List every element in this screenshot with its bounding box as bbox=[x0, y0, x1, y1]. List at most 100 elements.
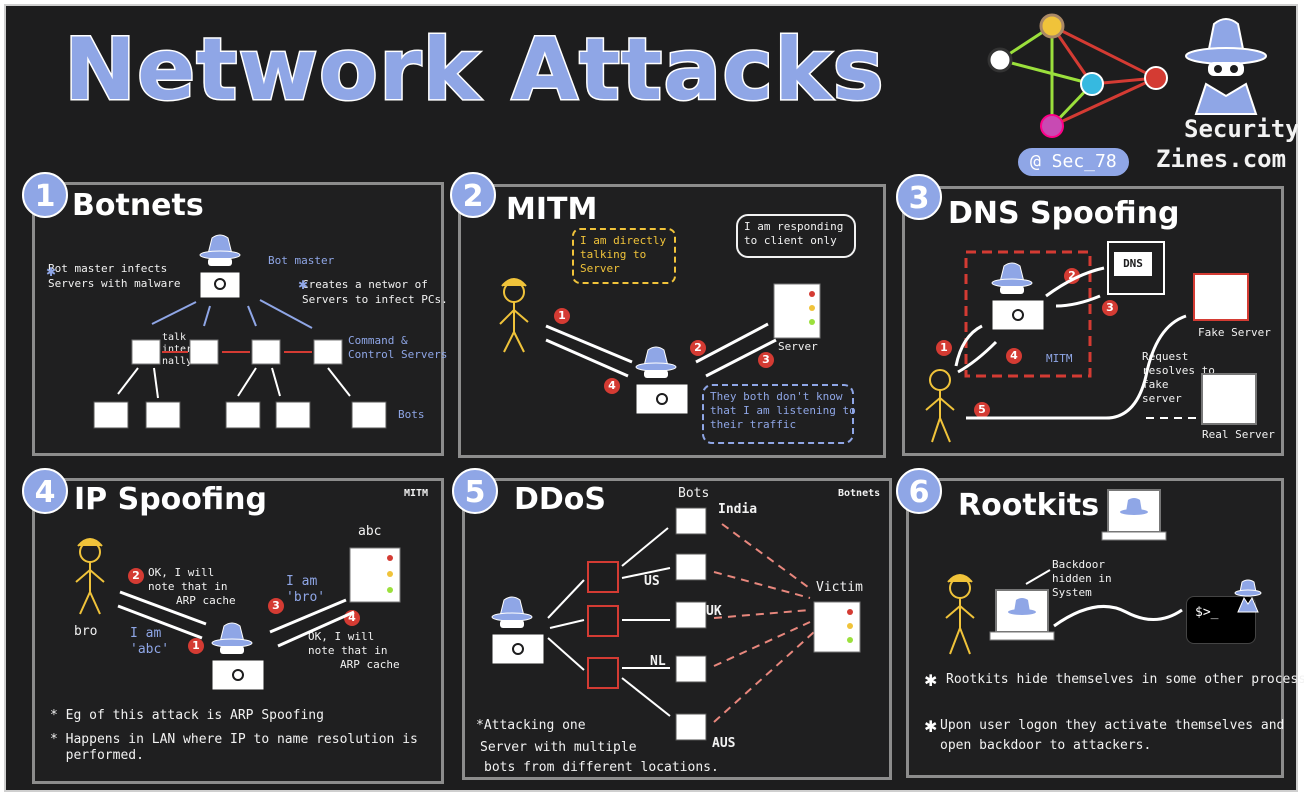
attacker-thought-line2: that I am listening to bbox=[710, 404, 856, 417]
panel-number-3: 3 bbox=[896, 174, 942, 220]
page-title: Network Attacks bbox=[63, 19, 886, 122]
ddos-diagram bbox=[491, 507, 861, 741]
talk-label-3: nally bbox=[162, 356, 193, 367]
ddos-note-1: *Attacking one bbox=[476, 718, 586, 733]
mitm-step-2: 2 bbox=[690, 340, 706, 356]
dns-step-5: 5 bbox=[974, 402, 990, 418]
i-am-bro-line1: I am bbox=[286, 574, 318, 589]
ip-note-2: * Happens in LAN where IP to name resolu… bbox=[50, 732, 418, 747]
panel-number-6: 6 bbox=[896, 468, 942, 514]
botnet-creates-line1: Creates a networ of bbox=[302, 278, 428, 291]
dns-mitm-label: MITM bbox=[1046, 352, 1073, 365]
brand-line2: Zines.com bbox=[1156, 145, 1287, 173]
dns-step-2: 2 bbox=[1064, 268, 1080, 284]
dns-spoofing-diagram bbox=[925, 241, 1257, 443]
dns-step-3: 3 bbox=[1102, 300, 1118, 316]
ip-step-1: 1 bbox=[188, 638, 204, 654]
server-thought-bubble: I am responding to client only bbox=[736, 214, 856, 258]
backdoor-line1: Backdoor bbox=[1052, 558, 1105, 571]
location-uk: UK bbox=[706, 604, 722, 619]
panel-number-5: 5 bbox=[452, 468, 498, 514]
botnet-diagram: ✱✱ bbox=[46, 234, 387, 429]
ip-msg-top-line3: ARP cache bbox=[176, 594, 236, 607]
rootkit-note-3: open backdoor to attackers. bbox=[940, 738, 1152, 753]
botnet-note-line1: Bot master infects bbox=[48, 262, 168, 275]
ip-step-2: 2 bbox=[128, 568, 144, 584]
handle-badge: @ Sec_78 bbox=[1018, 148, 1129, 176]
panel-title-rootkits: Rootkits bbox=[958, 488, 1100, 523]
rootkit-note-2: Upon user logon they activate themselves… bbox=[940, 718, 1285, 733]
infographic-board: Network Attacks @ Sec_78 Security Zine bbox=[4, 4, 1304, 792]
location-aus: AUS bbox=[712, 736, 736, 751]
ip-msg-top-line2: note that in bbox=[148, 580, 228, 593]
talk-label: talk bbox=[162, 332, 187, 343]
svg-text:✱: ✱ bbox=[298, 278, 308, 292]
panel-number-1: 1 bbox=[22, 172, 68, 218]
panel-number-4: 4 bbox=[22, 468, 68, 514]
command-label-line2: Control Servers bbox=[348, 348, 448, 361]
abc-label: abc bbox=[358, 524, 382, 539]
i-am-abc-line2: 'abc' bbox=[130, 642, 170, 657]
panel-rootkits bbox=[906, 478, 1284, 778]
panel-title-ddos: DDoS bbox=[514, 482, 607, 517]
ddos-note-3: bots from different locations. bbox=[484, 760, 719, 775]
request-line4: server bbox=[1142, 392, 1182, 405]
svg-text:✱: ✱ bbox=[924, 717, 937, 736]
attacker-thought-bubble: They both don't know that I am listening… bbox=[702, 384, 856, 444]
ip-note-1: * Eg of this attack is ARP Spoofing bbox=[50, 708, 324, 723]
ip-note-3: performed. bbox=[50, 748, 144, 763]
panel-title-ip-spoofing: IP Spoofing bbox=[74, 482, 267, 517]
server-thought-line1: I am responding bbox=[744, 220, 844, 233]
panel-number-2: 2 bbox=[450, 172, 496, 218]
mitm-server-label: Server bbox=[778, 340, 818, 353]
bot-master-label: Bot master bbox=[268, 254, 335, 267]
network-graph-logo bbox=[987, 13, 1168, 138]
ddos-tag: Botnets bbox=[838, 488, 881, 499]
botnet-creates-line2: Servers to infect PCs. bbox=[302, 293, 448, 306]
ip-msg-bottom-line1: OK, I will bbox=[308, 630, 375, 643]
ip-msg-bottom-line3: ARP cache bbox=[340, 658, 400, 671]
ip-spoofing-diagram bbox=[75, 538, 401, 691]
bots-label: Bots bbox=[398, 408, 425, 421]
backdoor-line2: hidden in bbox=[1052, 572, 1112, 585]
terminal-prompt: $>_ bbox=[1195, 605, 1219, 620]
backdoor-line3: System bbox=[1052, 586, 1092, 599]
attacker-thought-line3: their traffic bbox=[710, 418, 797, 431]
ddos-bots-label: Bots bbox=[678, 486, 710, 501]
request-line3: fake bbox=[1142, 378, 1169, 391]
real-server-label: Real Server bbox=[1202, 428, 1275, 441]
mitm-step-3: 3 bbox=[758, 352, 774, 368]
command-label-line1: Command & bbox=[348, 334, 408, 347]
client-thought-bubble: I am directly talking to Server bbox=[572, 228, 676, 284]
server-thought-line2: to client only bbox=[744, 234, 837, 247]
rootkit-note-1: Rootkits hide themselves in some other p… bbox=[946, 672, 1304, 687]
panel-title-dns-spoofing: DNS Spoofing bbox=[948, 196, 1180, 231]
mitm-diagram bbox=[499, 278, 821, 415]
ip-msg-bottom-line2: note that in bbox=[308, 644, 388, 657]
spy-logo-icon bbox=[1185, 18, 1267, 115]
client-thought-line3: Server bbox=[580, 262, 620, 275]
request-line2: resolves to bbox=[1142, 364, 1215, 377]
ddos-note-2: Server with multiple bbox=[480, 740, 637, 755]
rootkits-diagram: ✱✱ bbox=[924, 489, 1262, 736]
location-india: India bbox=[718, 502, 758, 517]
location-us: US bbox=[644, 574, 660, 589]
panel-title-mitm: MITM bbox=[506, 192, 598, 227]
ip-msg-top-line1: OK, I will bbox=[148, 566, 215, 579]
location-nl: NL bbox=[650, 654, 666, 669]
bro-label: bro bbox=[74, 624, 98, 639]
brand-line1: Security bbox=[1184, 115, 1300, 143]
i-am-abc-line1: I am bbox=[130, 626, 162, 641]
svg-text:✱: ✱ bbox=[924, 671, 937, 690]
ip-spoofing-tag: MITM bbox=[404, 488, 429, 499]
dns-server-label: DNS bbox=[1114, 252, 1152, 276]
client-thought-line1: I am directly bbox=[580, 234, 667, 247]
ip-step-3: 3 bbox=[268, 598, 284, 614]
dns-step-4: 4 bbox=[1006, 348, 1022, 364]
mitm-step-1: 1 bbox=[554, 308, 570, 324]
panel-title-botnets: Botnets bbox=[72, 188, 204, 223]
dns-step-1: 1 bbox=[936, 340, 952, 356]
svg-text:✱: ✱ bbox=[46, 265, 56, 279]
i-am-bro-line2: 'bro' bbox=[286, 590, 326, 605]
fake-server-label: Fake Server bbox=[1198, 326, 1271, 339]
